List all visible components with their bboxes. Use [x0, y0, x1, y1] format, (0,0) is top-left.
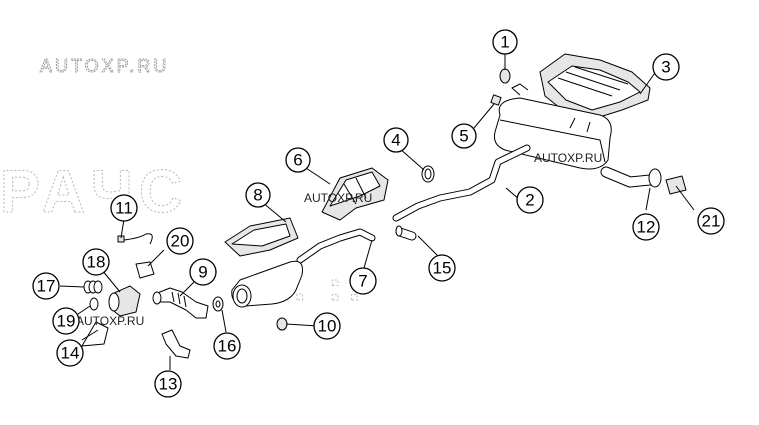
svg-text:16: 16: [218, 337, 237, 356]
part-6-middle-heat-shield: [321, 167, 389, 221]
callout-1: 1: [492, 29, 518, 55]
part-12-tail-pipe: [600, 166, 662, 188]
svg-text:11: 11: [115, 199, 133, 218]
part-20-sensor-bracket: [135, 261, 155, 279]
part-4-clamp: [421, 165, 435, 183]
part-11-oxygen-sensor: [117, 233, 153, 245]
part-2-intermediate-pipe: [392, 144, 531, 222]
svg-text:6: 6: [293, 151, 302, 170]
svg-text:15: 15: [433, 259, 452, 278]
svg-text:9: 9: [198, 263, 207, 282]
part-8-front-heat-shield: [224, 217, 299, 257]
part-9-front-pipe: [152, 287, 209, 319]
callout-15: 15: [428, 254, 456, 282]
callout-21: 21: [697, 207, 725, 235]
part-16-gasket: [212, 296, 224, 312]
callout-5: 5: [451, 123, 477, 149]
callout-14: 14: [56, 339, 84, 367]
part-1-nut: [499, 68, 511, 84]
callout-18: 18: [82, 248, 110, 276]
part-3-rear-heat-shield: [539, 53, 651, 121]
callout-10: 10: [313, 312, 341, 340]
part-7-center-muffler: [231, 260, 303, 308]
part-10-nut: [276, 317, 288, 331]
svg-text:5: 5: [459, 127, 468, 146]
svg-text:20: 20: [171, 232, 190, 251]
part-14-support-bracket: [81, 321, 109, 347]
svg-text:17: 17: [37, 277, 56, 296]
part-21-tail-trim: [665, 175, 687, 195]
svg-text:PAЧC: PAЧC: [0, 158, 188, 225]
watermark-text: AUTOXP.RU: [304, 191, 372, 205]
callout-4: 4: [383, 127, 409, 153]
svg-text:10: 10: [318, 317, 337, 336]
svg-text:14: 14: [61, 344, 80, 363]
callout-13: 13: [154, 370, 182, 398]
svg-text:12: 12: [637, 218, 656, 237]
svg-text:1: 1: [500, 33, 509, 52]
svg-text:2: 2: [525, 191, 534, 210]
svg-text:21: 21: [702, 212, 721, 231]
callout-11: 11: [110, 194, 138, 222]
part-13-bracket: [161, 329, 191, 359]
part-5-bolt: [490, 94, 502, 106]
callout-20: 20: [166, 227, 194, 255]
svg-text:3: 3: [661, 58, 670, 77]
watermark-text: AUTOXP.RU: [534, 151, 602, 165]
callout-19: 19: [52, 307, 80, 335]
background-watermark-logo: PAЧC . . :: AUTOXP.RU: [0, 56, 362, 310]
callout-3: 3: [652, 53, 680, 81]
callout-2: 2: [516, 186, 544, 214]
svg-text:18: 18: [87, 253, 106, 272]
part-18-catalytic-converter: [108, 285, 141, 317]
callout-8: 8: [245, 182, 271, 208]
svg-text:4: 4: [391, 131, 400, 150]
svg-text:19: 19: [57, 312, 76, 331]
callout-17: 17: [32, 272, 60, 300]
svg-text:AUTOXP.RU: AUTOXP.RU: [40, 56, 169, 76]
callout-9: 9: [189, 258, 217, 286]
callout-6: 6: [285, 147, 311, 173]
svg-text:7: 7: [358, 272, 367, 291]
leader-lines: [59, 54, 695, 370]
watermark-text: AUTOXP.RU: [76, 314, 144, 328]
part-7-center-pipe: [296, 228, 376, 264]
part-17-spring: [83, 280, 103, 294]
part-15-connector: [395, 225, 417, 241]
callout-7: 7: [349, 267, 377, 295]
svg-text:13: 13: [159, 375, 178, 394]
callout-16: 16: [213, 332, 241, 360]
callout-12: 12: [632, 213, 660, 241]
part-19-ring: [89, 297, 99, 311]
svg-text:8: 8: [253, 186, 262, 205]
